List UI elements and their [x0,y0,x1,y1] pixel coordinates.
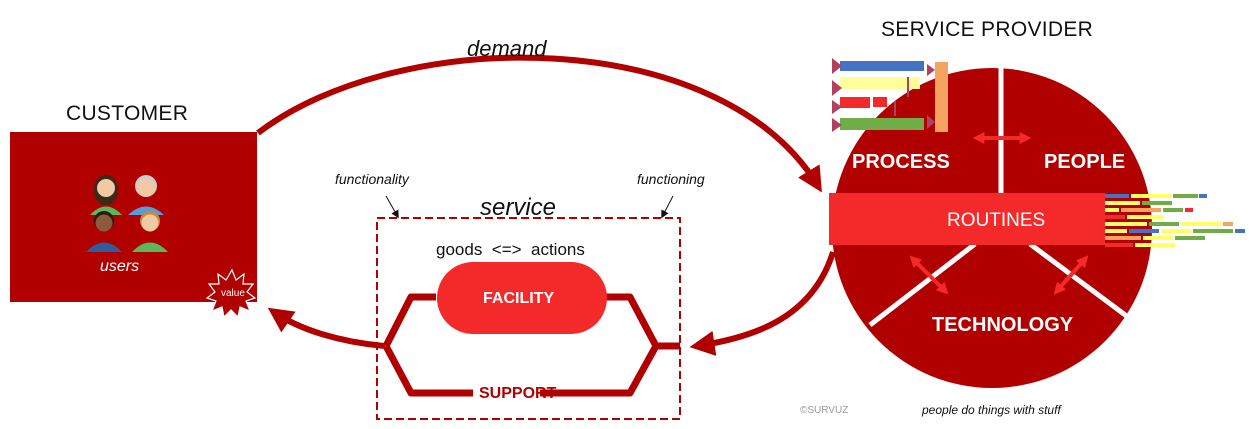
routines-bar [829,193,1105,245]
technology-label: TECHNOLOGY [932,314,1074,336]
routines-technology-right-arrow [1053,255,1089,295]
process-label: PROCESS [852,151,950,173]
demand-arrow [256,54,822,193]
service-connector-shape [382,293,680,397]
value-badge-starburst [205,268,257,319]
functioning-pointer [661,195,674,219]
provider-title: SERVICE PROVIDER [881,18,1094,41]
goods-actions-label: goods <=> actions [436,240,585,259]
service-title: service [480,194,557,221]
facility-pill [437,262,607,334]
customer-box [10,132,257,302]
provider-to-service-arrow [689,251,836,356]
provider-tagline: people do things with stuff [922,403,1061,417]
service-boundary [376,217,681,420]
people-label: PEOPLE [1044,151,1126,173]
routines-data-strip [1105,194,1245,247]
functionality-label: functionality [335,171,409,187]
support-label: SUPPORT [479,385,557,402]
value-return-arrow [267,307,386,349]
value-badge-label: value [221,288,245,299]
functioning-label: functioning [637,171,705,187]
users-group-icon [86,175,168,252]
routines-technology-left-arrow [909,255,949,295]
users-label: users [100,258,140,275]
process-gantt-icon [832,58,948,132]
copyright-label: ©SURVUZ [800,405,849,416]
facility-label: FACILITY [483,290,555,307]
functionality-pointer [385,195,399,219]
routines-label: ROUTINES [947,210,1046,231]
customer-title: CUSTOMER [66,102,189,125]
demand-label: demand [467,36,547,61]
